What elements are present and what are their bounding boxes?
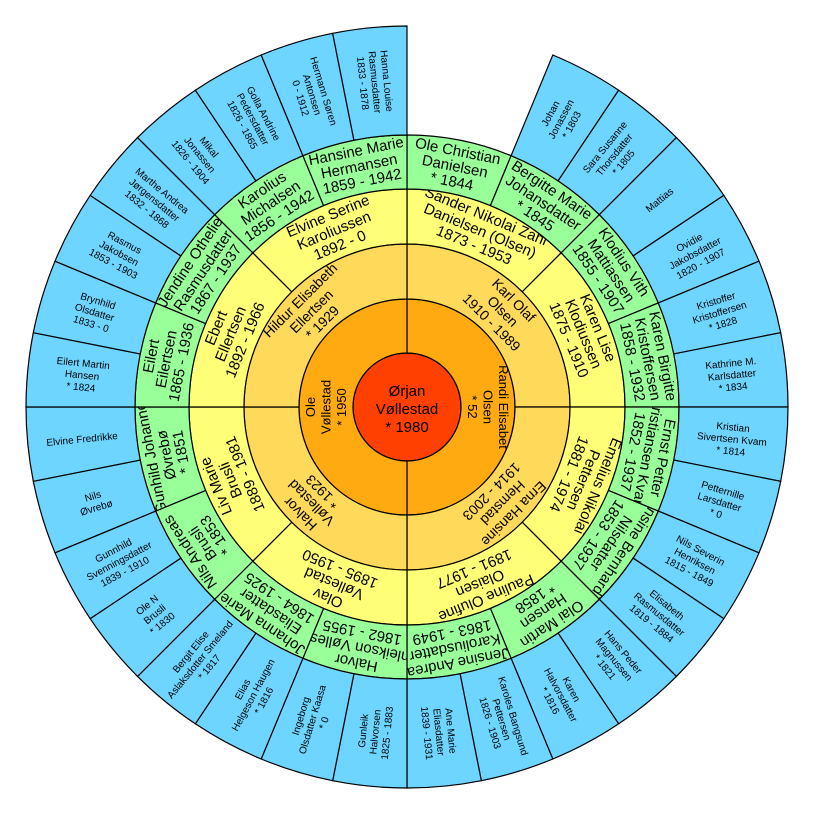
ancestor-label: Hanna LouiseRasmusdatter1833 - 1878 [354, 49, 395, 115]
ancestor-name-line: Eilert [140, 337, 164, 375]
ancestor-name-line: Olsen [481, 390, 496, 424]
ancestor-name: Hanna LouiseRasmusdatter1833 - 1878 [354, 49, 395, 115]
ancestor-label: GunleikHalvorsen1825 - 1883 [356, 703, 396, 761]
ancestor-name: Kathrine M.Karlsdatter* 1834 [705, 356, 759, 396]
ancestor-name-line: * 1950 [334, 388, 349, 426]
ancestor-segments [25, 25, 789, 789]
ancestor-name: Ane MarieEliasdatter1839 - 1931 [418, 704, 458, 761]
ancestor-name-line: Ole [303, 397, 318, 417]
ancestor-name-line: * 52 [465, 395, 480, 418]
ancestor-label: Kathrine M.Karlsdatter* 1834 [705, 356, 759, 396]
ancestor-segment-gen5[interactable] [331, 25, 408, 141]
ancestor-name: Eilert MartinHansen* 1824 [54, 356, 111, 396]
ancestor-label: Eilert MartinHansen* 1824 [54, 356, 111, 396]
ancestor-label: Ane MarieEliasdatter1839 - 1931 [418, 704, 458, 761]
ancestor-name-line: Randi Elisabet [496, 365, 511, 449]
ancestor-name: GunleikHalvorsen1825 - 1883 [356, 703, 396, 760]
ancestor-name-line: Vøllestad [319, 380, 334, 434]
